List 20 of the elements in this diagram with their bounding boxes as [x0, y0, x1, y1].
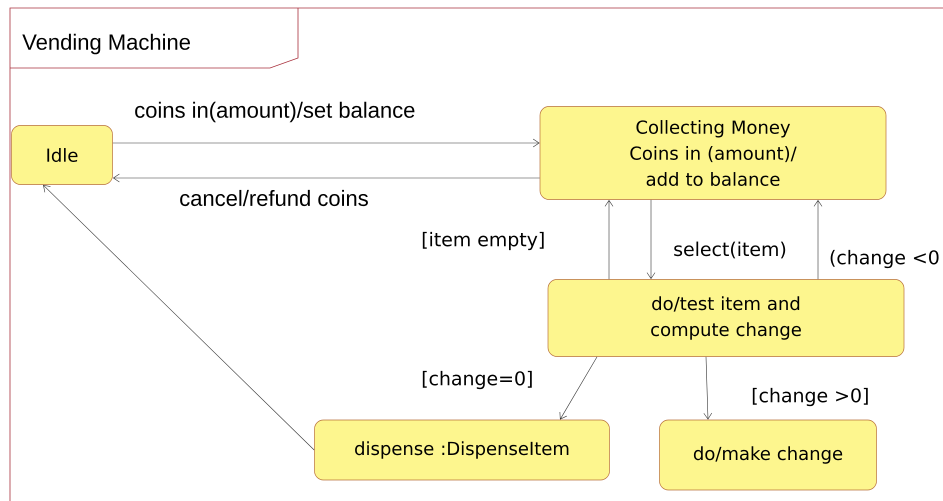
edge-label: [item empty] — [422, 232, 544, 250]
arrow — [646, 200, 656, 280]
arrow — [112, 174, 540, 182]
edge-label: (change <0 — [830, 250, 939, 268]
state-box: Collecting Money Coins in (amount)/ add to balance — [540, 106, 886, 200]
edge-label: [change=0] — [422, 370, 532, 390]
edge-label: select(item) — [674, 242, 786, 258]
state-box: do/test item and compute change — [548, 279, 904, 357]
state-box: Idle — [11, 125, 113, 185]
arrow — [560, 356, 598, 420]
edge-label: cancel/refund coins — [180, 190, 368, 206]
edge-label: [change >0] — [752, 388, 868, 406]
arrow — [704, 356, 712, 420]
state-box: do/make change — [659, 420, 877, 490]
arrow — [604, 200, 614, 280]
edge-label: coins in(amount)/set balance — [135, 102, 414, 122]
arrow — [814, 200, 822, 280]
arrow — [112, 138, 540, 148]
arrow — [43, 184, 314, 450]
state-box: dispense :DispenseItem — [314, 420, 610, 480]
